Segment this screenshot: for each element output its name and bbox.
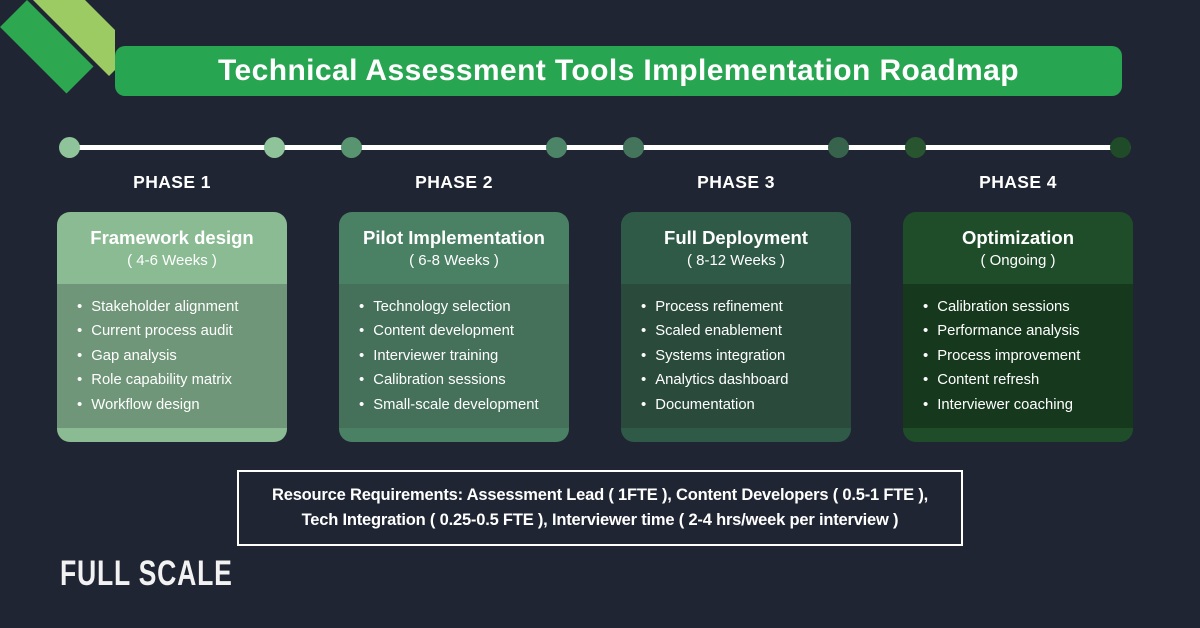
timeline-dot-start bbox=[623, 137, 644, 158]
phase-card-header: Framework design ( 4-6 Weeks ) bbox=[57, 212, 287, 284]
phase-item: Current process audit bbox=[71, 319, 275, 343]
timeline-dot-start bbox=[59, 137, 80, 158]
phase-item: Interviewer training bbox=[353, 344, 557, 368]
phase-card-header: Optimization ( Ongoing ) bbox=[903, 212, 1133, 284]
timeline-dot-end bbox=[546, 137, 567, 158]
phase-item: Performance analysis bbox=[917, 319, 1121, 343]
phase-item: Scaled enablement bbox=[635, 319, 839, 343]
title-banner: Technical Assessment Tools Implementatio… bbox=[115, 46, 1122, 96]
phase-card-body: Process refinementScaled enablementSyste… bbox=[621, 284, 851, 428]
phase-item: Systems integration bbox=[635, 344, 839, 368]
phase-card-body: Technology selectionContent developmentI… bbox=[339, 284, 569, 428]
phase-card-footer bbox=[339, 428, 569, 442]
phase-item: Content refresh bbox=[917, 368, 1121, 392]
full-scale-logo: FULL SCALE bbox=[60, 554, 233, 593]
phase-duration: ( 8-12 Weeks ) bbox=[686, 251, 786, 269]
phase-item: Role capability matrix bbox=[71, 368, 275, 392]
timeline-dot-end bbox=[1110, 137, 1131, 158]
resource-requirements-box: Resource Requirements: Assessment Lead (… bbox=[237, 470, 963, 546]
timeline-dot-start bbox=[905, 137, 926, 158]
phase-column-1: PHASE 1 Framework design ( 4-6 Weeks ) S… bbox=[57, 137, 287, 442]
phase-label: PHASE 1 bbox=[133, 172, 211, 192]
phase-title: Full Deployment bbox=[664, 226, 808, 248]
phase-item: Small-scale development bbox=[353, 393, 557, 417]
phase-title: Pilot Implementation bbox=[363, 226, 545, 248]
timeline-line bbox=[65, 145, 1131, 150]
phase-card-footer bbox=[621, 428, 851, 442]
phase-item: Gap analysis bbox=[71, 344, 275, 368]
resource-line-1: Resource Requirements: Assessment Lead (… bbox=[272, 486, 928, 504]
phase-column-2: PHASE 2 Pilot Implementation ( 6-8 Weeks… bbox=[339, 137, 569, 442]
phase-label: PHASE 4 bbox=[979, 172, 1057, 192]
phase-item: Analytics dashboard bbox=[635, 368, 839, 392]
phase-item-list: Technology selectionContent developmentI… bbox=[353, 295, 557, 417]
phase-column-4: PHASE 4 Optimization ( Ongoing ) Calibra… bbox=[903, 137, 1133, 442]
phase-duration: ( Ongoing ) bbox=[980, 251, 1056, 269]
phase-item: Content development bbox=[353, 319, 557, 343]
phase-card: Framework design ( 4-6 Weeks ) Stakehold… bbox=[57, 212, 287, 442]
phase-duration: ( 6-8 Weeks ) bbox=[409, 251, 499, 269]
phase-item-list: Process refinementScaled enablementSyste… bbox=[635, 295, 839, 417]
phase-card-body: Calibration sessionsPerformance analysis… bbox=[903, 284, 1133, 428]
timeline-dot-end bbox=[264, 137, 285, 158]
phase-title: Framework design bbox=[90, 226, 254, 248]
phase-card-body: Stakeholder alignmentCurrent process aud… bbox=[57, 284, 287, 428]
phase-duration: ( 4-6 Weeks ) bbox=[127, 251, 217, 269]
phase-card-footer bbox=[903, 428, 1133, 442]
phase-label: PHASE 2 bbox=[415, 172, 493, 192]
phases-row: PHASE 1 Framework design ( 4-6 Weeks ) S… bbox=[57, 137, 1133, 442]
timeline-dot-end bbox=[828, 137, 849, 158]
resource-line-2: Tech Integration ( 0.25-0.5 FTE ), Inter… bbox=[301, 511, 899, 529]
phase-item-list: Stakeholder alignmentCurrent process aud… bbox=[71, 295, 275, 417]
phase-item: Calibration sessions bbox=[353, 368, 557, 392]
phase-item: Process improvement bbox=[917, 344, 1121, 368]
phase-item: Calibration sessions bbox=[917, 295, 1121, 319]
phase-card-header: Full Deployment ( 8-12 Weeks ) bbox=[621, 212, 851, 284]
phase-column-3: PHASE 3 Full Deployment ( 8-12 Weeks ) P… bbox=[621, 137, 851, 442]
phase-card-header: Pilot Implementation ( 6-8 Weeks ) bbox=[339, 212, 569, 284]
phase-item: Process refinement bbox=[635, 295, 839, 319]
phase-card-footer bbox=[57, 428, 287, 442]
phase-item: Documentation bbox=[635, 393, 839, 417]
phase-item: Technology selection bbox=[353, 295, 557, 319]
page-title: Technical Assessment Tools Implementatio… bbox=[218, 54, 1019, 87]
phase-item: Stakeholder alignment bbox=[71, 295, 275, 319]
phase-item: Workflow design bbox=[71, 393, 275, 417]
phase-item-list: Calibration sessionsPerformance analysis… bbox=[917, 295, 1121, 417]
phase-card: Full Deployment ( 8-12 Weeks ) Process r… bbox=[621, 212, 851, 442]
phase-title: Optimization bbox=[961, 226, 1075, 248]
phase-label: PHASE 3 bbox=[697, 172, 775, 192]
corner-ribbon-decoration-icon bbox=[0, 0, 115, 94]
timeline-dot-start bbox=[341, 137, 362, 158]
phase-item: Interviewer coaching bbox=[917, 393, 1121, 417]
phase-card: Pilot Implementation ( 6-8 Weeks ) Techn… bbox=[339, 212, 569, 442]
phase-card: Optimization ( Ongoing ) Calibration ses… bbox=[903, 212, 1133, 442]
